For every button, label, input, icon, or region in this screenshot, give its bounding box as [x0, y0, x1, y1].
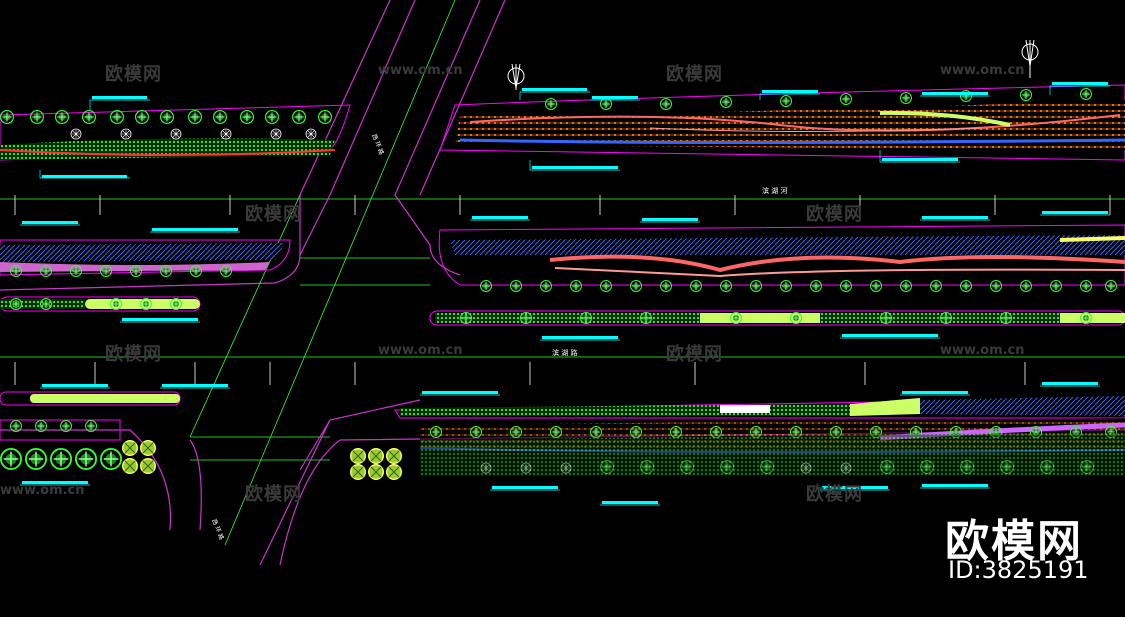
annotation-leaders: [20, 85, 1110, 506]
vertical-road-centerline: [189, 0, 456, 546]
bottom-upper-band: [0, 391, 1125, 419]
shrub-hatch-icon: [420, 432, 1125, 476]
middle-upper-strip: [0, 224, 1125, 286]
bottom-road-label: 西 环 路: [210, 518, 226, 541]
north-arrow-icon: [1021, 39, 1039, 78]
top-planting-strip: [0, 84, 1125, 161]
vertical-road: [0, 0, 1125, 566]
asset-id: ID:3825191: [948, 556, 1089, 584]
middle-road-label: 滨 湖 路: [552, 348, 577, 357]
site-logo: 欧模网: [945, 516, 1083, 567]
river-label: 滨 湖 河: [762, 186, 787, 195]
station-ticks: [14, 195, 1111, 385]
road-centerlines: [0, 198, 1125, 461]
north-arrow-icon: [507, 63, 525, 90]
annotation-labels: [22, 82, 1108, 504]
vertical-road-label: 西 环 路: [370, 133, 386, 156]
